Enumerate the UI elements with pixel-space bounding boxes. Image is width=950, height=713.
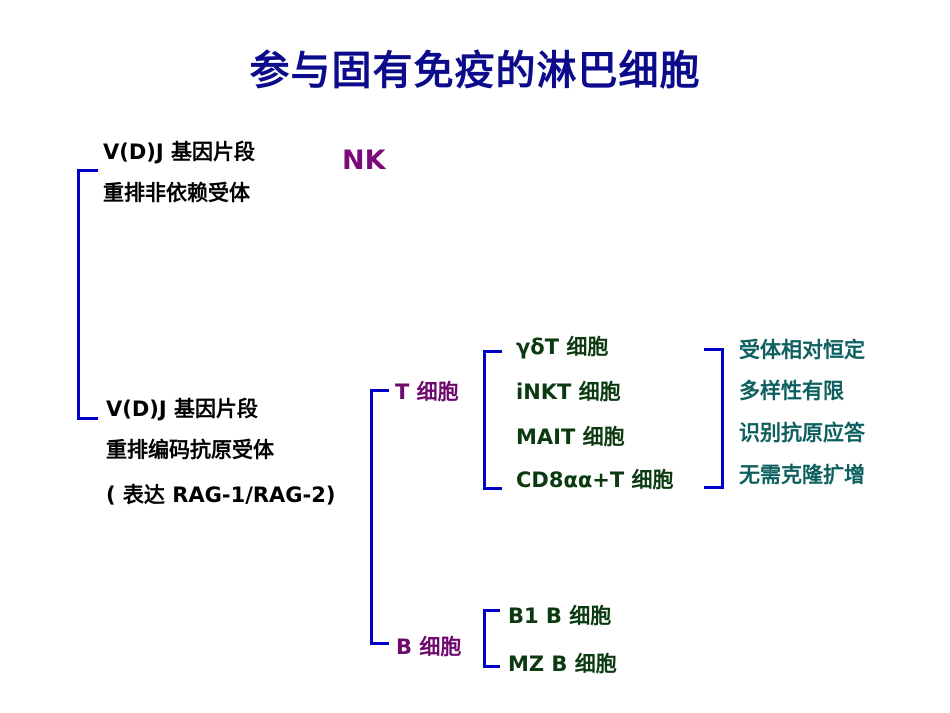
- b-subtype-bracket: [483, 609, 500, 668]
- group2-line-3: ( 表达 RAG-1/RAG-2): [106, 483, 336, 507]
- group2-line-1: V(D)J 基因片段: [106, 397, 259, 421]
- page-title: 参与固有免疫的淋巴细胞: [249, 48, 701, 94]
- main-bracket: [77, 169, 98, 420]
- t-cell-label: T 细胞: [395, 380, 459, 404]
- t-subtype-3: MAIT 细胞: [516, 425, 625, 449]
- b-subtype-2: MZ B 细胞: [508, 652, 617, 676]
- t-subtype-1: γδT 细胞: [516, 335, 609, 359]
- group1-line-1: V(D)J 基因片段: [103, 140, 256, 164]
- group1-line-2: 重排非依赖受体: [103, 181, 250, 205]
- b-cell-label: B 细胞: [396, 635, 462, 659]
- feature-bracket: [704, 348, 724, 489]
- t-subtype-4: CD8αα+T 细胞: [516, 468, 674, 492]
- feature-4: 无需克隆扩增: [739, 463, 865, 487]
- feature-2: 多样性有限: [739, 379, 844, 403]
- feature-1: 受体相对恒定: [739, 338, 865, 362]
- nk-label: NK: [342, 145, 386, 176]
- group2-line-2: 重排编码抗原受体: [106, 438, 274, 462]
- t-subtype-2: iNKT 细胞: [516, 380, 621, 404]
- tb-bracket: [370, 389, 389, 645]
- feature-3: 识别抗原应答: [739, 421, 865, 445]
- t-subtype-bracket: [483, 350, 502, 490]
- b-subtype-1: B1 B 细胞: [508, 604, 612, 628]
